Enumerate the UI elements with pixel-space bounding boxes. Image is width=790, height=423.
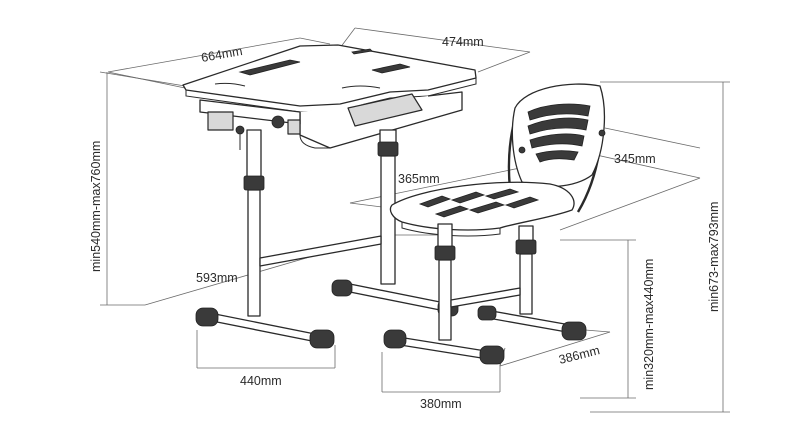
chair	[383, 83, 606, 365]
drawer	[347, 93, 423, 127]
desk-right-foot	[339, 281, 451, 313]
label-seat-width: 365mm	[398, 172, 440, 186]
label-backrest-width: 345mm	[614, 152, 656, 166]
desk-crossbar	[259, 235, 382, 267]
label-desk-base-width: 440mm	[240, 374, 282, 388]
desk-left-foot	[204, 311, 323, 344]
desk-top	[182, 44, 477, 107]
desk-right-leg	[380, 155, 396, 285]
label-desk-height: min540mm-max760mm	[89, 141, 103, 272]
label-desk-depth: 474mm	[442, 35, 484, 49]
desk-left-leg-lower	[247, 189, 261, 317]
dimension-lines	[99, 27, 730, 413]
desk	[182, 44, 477, 349]
dimension-labels: 664mm 474mm min540mm-max760mm 593mm 440m…	[89, 35, 721, 411]
desk-left-leg-upper	[246, 129, 262, 179]
label-desk-width: 664mm	[200, 44, 243, 65]
label-desk-base-depth: 593mm	[196, 271, 238, 285]
label-chair-base-depth: 386mm	[557, 343, 601, 367]
chair-left-post	[438, 259, 452, 341]
chair-right-post	[519, 253, 533, 315]
pen-slot	[238, 59, 301, 76]
adjust-knob-icon	[271, 115, 285, 129]
tilt-bracket	[207, 111, 234, 131]
label-chair-height: min673-max793mm	[707, 202, 721, 312]
label-chair-base-width: 380mm	[420, 397, 462, 411]
label-seat-height: min320mm-max440mm	[642, 259, 656, 390]
